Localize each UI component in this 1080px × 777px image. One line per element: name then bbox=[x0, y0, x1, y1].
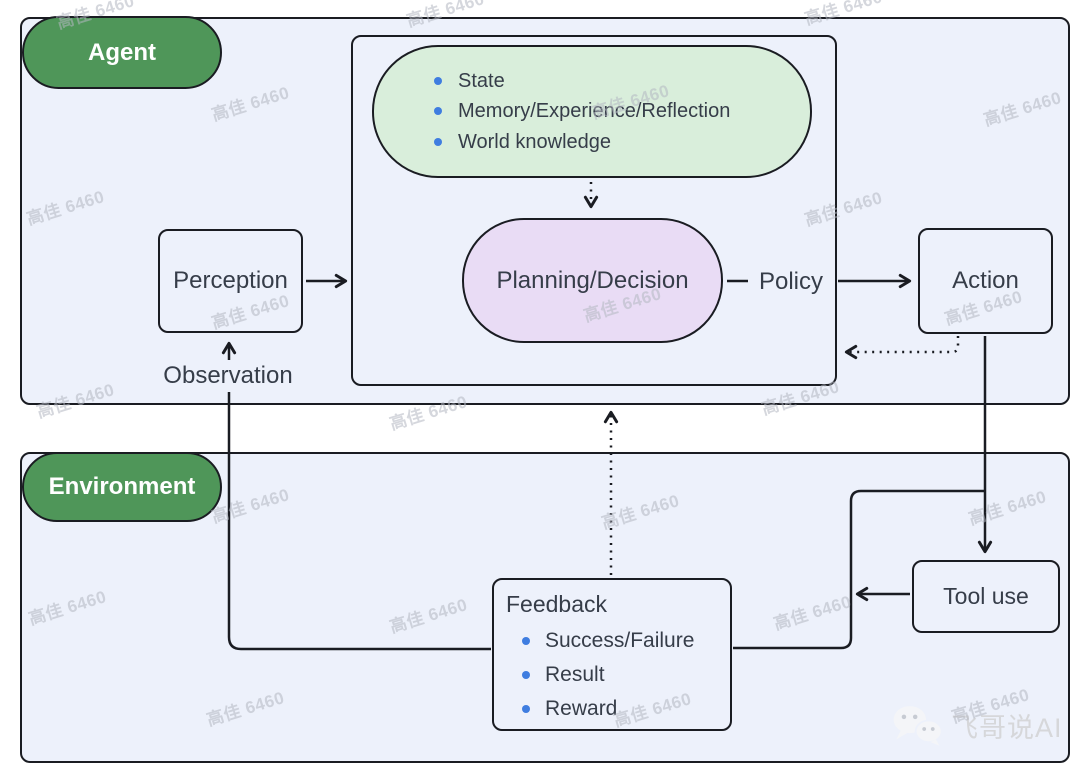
action-node: Action bbox=[918, 228, 1053, 334]
perception-label: Perception bbox=[173, 267, 288, 294]
agent-label-pill: Agent bbox=[22, 16, 222, 89]
tool-use-label: Tool use bbox=[943, 583, 1029, 609]
planning-decision-label: Planning/Decision bbox=[496, 266, 689, 294]
agent-label: Agent bbox=[88, 38, 156, 66]
knowledge-pill: State Memory/Experience/Reflection World… bbox=[372, 45, 812, 178]
feedback-item: Reward bbox=[522, 692, 730, 726]
feedback-list: Success/Failure Result Reward bbox=[494, 624, 730, 726]
knowledge-list: State Memory/Experience/Reflection World… bbox=[374, 66, 730, 158]
policy-edge-label: Policy bbox=[758, 268, 824, 295]
knowledge-item: World knowledge bbox=[434, 127, 730, 158]
tool-use-node: Tool use bbox=[912, 560, 1060, 633]
environment-label: Environment bbox=[48, 473, 196, 500]
feedback-node: Feedback Success/Failure Result Reward bbox=[492, 578, 732, 731]
observation-edge-label: Observation bbox=[157, 360, 299, 392]
environment-label-pill: Environment bbox=[22, 452, 222, 522]
branding: 飞哥说AI bbox=[890, 704, 1063, 746]
planning-decision-node: Planning/Decision bbox=[462, 218, 723, 343]
action-label: Action bbox=[952, 267, 1019, 294]
perception-node: Perception bbox=[158, 229, 303, 333]
knowledge-item: State bbox=[434, 66, 730, 97]
knowledge-item: Memory/Experience/Reflection bbox=[434, 96, 730, 127]
feedback-title: Feedback bbox=[506, 591, 608, 617]
feedback-item: Result bbox=[522, 658, 730, 692]
feedback-item: Success/Failure bbox=[522, 624, 730, 658]
wechat-icon bbox=[893, 706, 943, 746]
brand-text: 飞哥说AI bbox=[951, 712, 1063, 743]
